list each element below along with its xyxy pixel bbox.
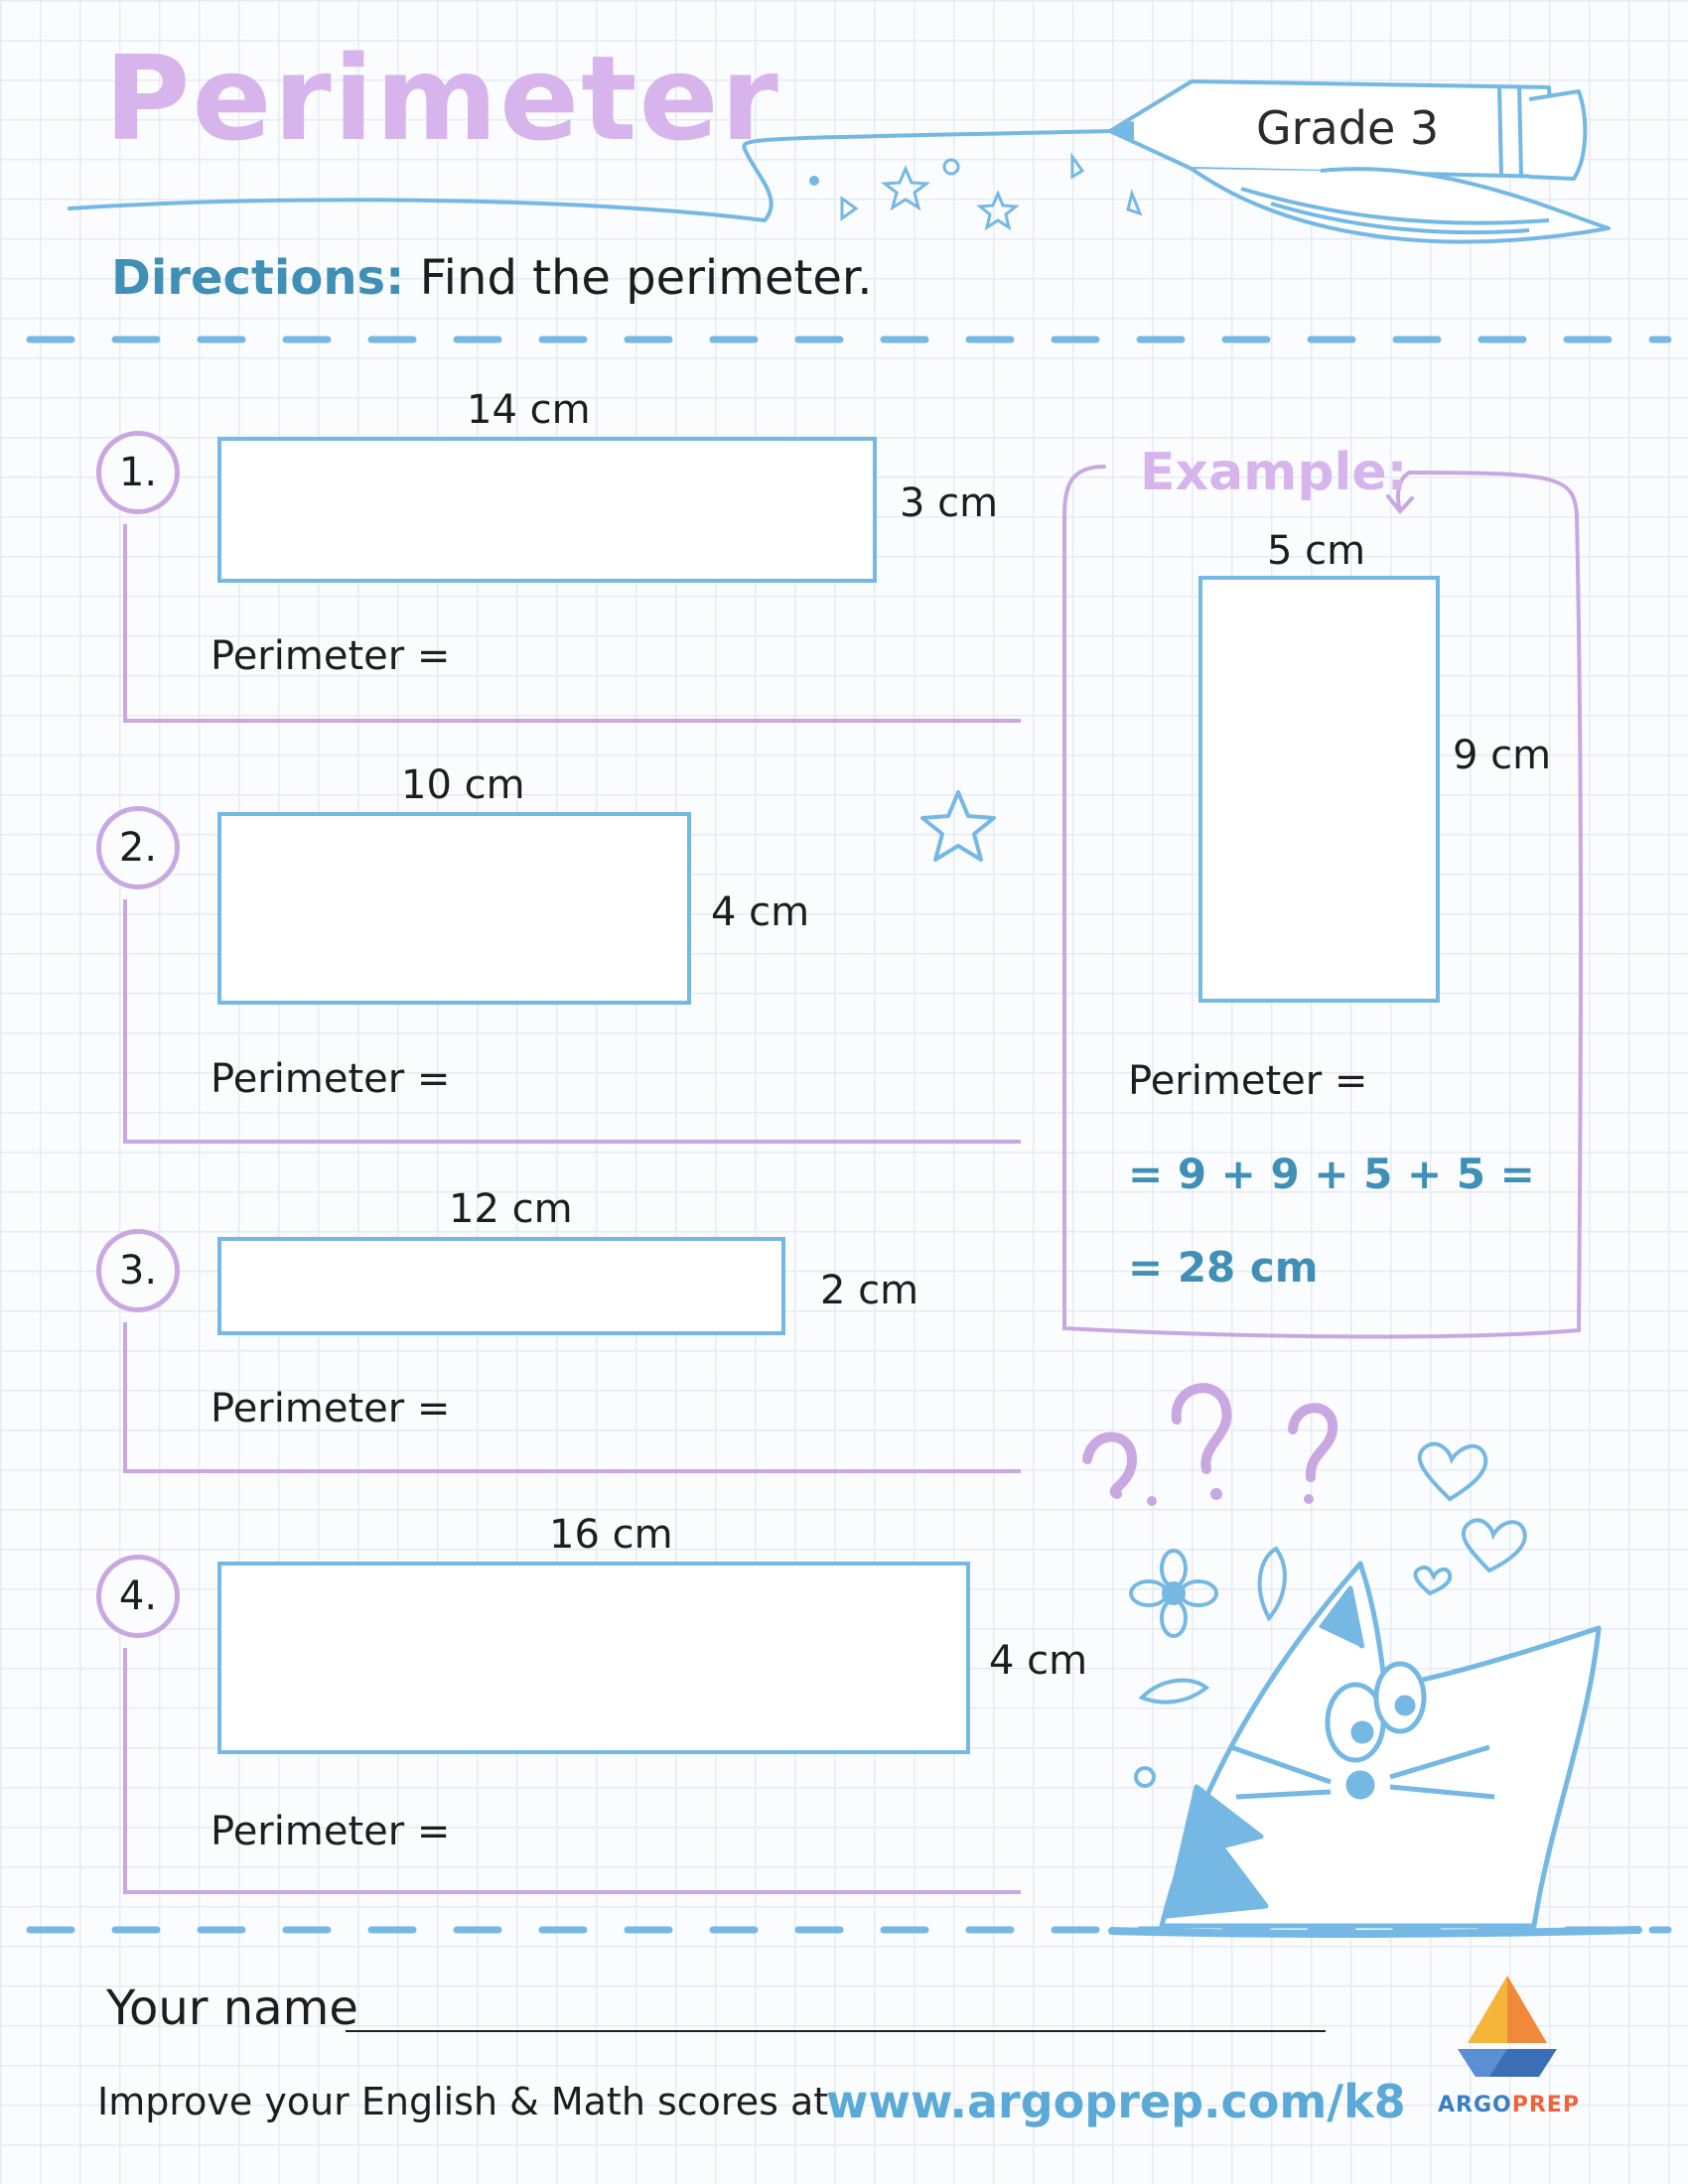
- pencil-icon: [1108, 79, 1611, 244]
- problem-rectangle: [217, 812, 691, 1005]
- example-answer: = 28 cm: [1128, 1243, 1319, 1292]
- flower-icon: [1129, 1546, 1287, 1788]
- problem-width-label: 12 cm: [449, 1186, 573, 1232]
- problem-rectangle: [217, 1562, 970, 1754]
- question-mark-icon: [1082, 1383, 1338, 1499]
- heart-icon: [1413, 1441, 1527, 1596]
- problem-number: 1.: [96, 431, 180, 514]
- name-label: Your name: [106, 1980, 358, 2036]
- problem-height-label: 2 cm: [820, 1268, 919, 1313]
- directions: Directions: Find the perimeter.: [111, 250, 873, 306]
- directions-text: Find the perimeter.: [419, 250, 873, 306]
- website-link[interactable]: www.argoprep.com/k8: [826, 2075, 1406, 2128]
- grade-label: Grade 3: [1256, 101, 1440, 155]
- problem-number: 4.: [96, 1555, 180, 1638]
- example-height-label: 9 cm: [1453, 733, 1552, 778]
- improve-text: Improve your English & Math scores at: [97, 2080, 829, 2123]
- problem-height-label: 4 cm: [989, 1638, 1088, 1684]
- example-rectangle: [1198, 576, 1440, 1003]
- problem-height-label: 4 cm: [711, 889, 810, 935]
- problem-width-label: 16 cm: [549, 1512, 673, 1558]
- example-calculation: = 9 + 9 + 5 + 5 =: [1128, 1150, 1535, 1198]
- problem-number: 2.: [96, 806, 180, 889]
- problem-width-label: 14 cm: [467, 387, 591, 433]
- cat-icon: [1108, 1561, 1642, 1938]
- perimeter-label: Perimeter =: [211, 1056, 451, 1102]
- directions-label: Directions:: [111, 250, 405, 306]
- problem-width-label: 10 cm: [401, 762, 525, 808]
- page-title: Perimeter: [104, 30, 780, 167]
- brand-part-1: ARGO: [1438, 2093, 1512, 2117]
- perimeter-label: Perimeter =: [211, 1809, 451, 1854]
- brand-part-2: PREP: [1511, 2093, 1580, 2117]
- problem-brackets: [123, 524, 1021, 1894]
- problem-rectangle: [217, 1237, 785, 1335]
- question-dots: [1147, 1488, 1314, 1506]
- example-title: Example:: [1140, 443, 1408, 502]
- title-swoosh: [68, 129, 1114, 223]
- perimeter-label: Perimeter =: [211, 1386, 451, 1432]
- example-width-label: 5 cm: [1267, 528, 1366, 574]
- example-frame: [1062, 465, 1583, 1339]
- star-icon: [920, 790, 996, 862]
- brand-name: ARGOPREP: [1438, 2093, 1580, 2117]
- argoprep-logo-icon: [1458, 1976, 1557, 2077]
- problem-number: 3.: [96, 1229, 180, 1312]
- star-icon: [840, 152, 1143, 231]
- arrow-icon: [1386, 471, 1414, 515]
- problem-height-label: 3 cm: [900, 480, 999, 526]
- example-perimeter-label: Perimeter =: [1128, 1058, 1368, 1104]
- perimeter-label: Perimeter =: [211, 633, 451, 679]
- problem-rectangle: [217, 437, 877, 583]
